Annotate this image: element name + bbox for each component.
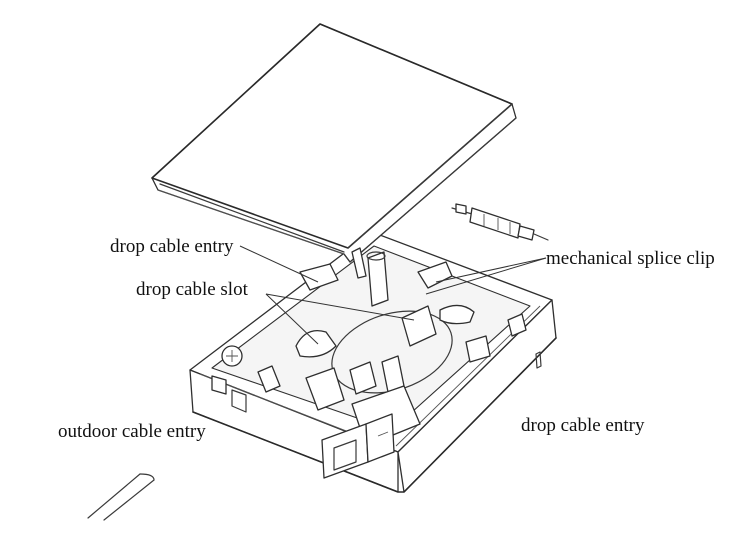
outdoor-cable (87, 473, 155, 521)
label-drop-cable-entry-top: drop cable entry (110, 236, 234, 257)
front-connector (321, 385, 421, 479)
enclosure-base (189, 231, 557, 493)
inner-features (211, 251, 527, 411)
label-drop-cable-entry-right: drop cable entry (521, 415, 645, 436)
splice-clip-part (451, 203, 549, 241)
label-outdoor-cable-entry: outdoor cable entry (58, 421, 206, 442)
leader-lines (239, 245, 547, 345)
lid (151, 23, 517, 279)
label-drop-cable-slot: drop cable slot (136, 279, 248, 300)
label-mechanical-splice-clip: mechanical splice clip (546, 248, 715, 269)
